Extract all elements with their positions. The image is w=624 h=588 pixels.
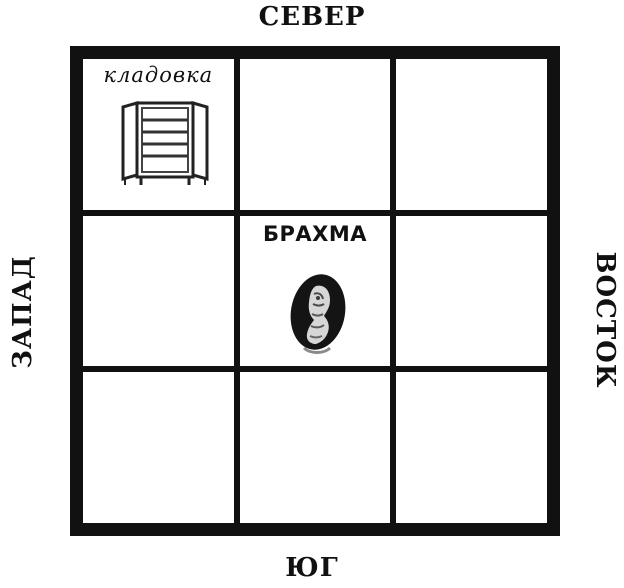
grid-cell-north-west: кладовка [80,56,237,213]
direction-north: СЕВЕР [258,2,366,32]
direction-east: ВОСТОК [590,251,620,389]
storage-room-label: кладовка [103,63,214,87]
grid-cell-west [80,212,237,370]
grid-cell-north-east [393,56,550,213]
grid-cell-north [236,56,394,213]
room-grid: кладовка БРАХМА [70,46,560,536]
grid-cell-south-west [80,369,237,526]
grid-cell-south-east [393,369,550,526]
grid-cell-south [236,369,394,526]
direction-south: ЮГ [285,553,339,583]
cabinet-icon [121,101,209,185]
grid-cell-east [393,212,550,370]
brahma-statue-icon [290,273,346,354]
grid-cell-center: БРАХМА [236,212,394,370]
brahma-room-label: БРАХМА [262,221,367,246]
direction-west: ЗАПАД [8,255,38,369]
